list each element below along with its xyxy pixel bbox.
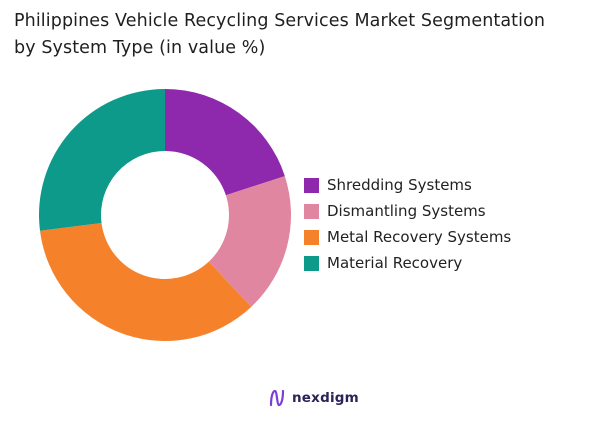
legend-item: Metal Recovery Systems (304, 224, 511, 250)
legend-label: Shredding Systems (327, 176, 472, 194)
legend-label: Dismantling Systems (327, 202, 486, 220)
chart-title-line: Philippines Vehicle Recycling Services M… (14, 11, 546, 31)
donut-slice-shredding-systems (165, 89, 285, 196)
brand-logo: nexdigm (268, 388, 359, 408)
legend-item: Shredding Systems (304, 172, 511, 198)
legend-item: Dismantling Systems (304, 198, 511, 224)
legend-swatch (304, 255, 319, 271)
legend-swatch (304, 229, 319, 245)
legend-label: Material Recovery (327, 254, 463, 272)
chart-subtitle-line: by System Type (in value %) (14, 38, 266, 58)
donut-slice-dismantling-systems (208, 176, 292, 307)
brand-name: nexdigm (292, 390, 359, 406)
donut-slice-material-recovery (38, 89, 165, 231)
legend-item: Material Recovery (304, 250, 511, 276)
donut-slice-metal-recovery-systems (39, 223, 252, 341)
legend-label: Metal Recovery Systems (327, 228, 512, 246)
nexdigm-logo-icon (269, 389, 285, 407)
chart-title: Philippines Vehicle Recycling Services M… (14, 8, 594, 62)
donut-slices (38, 89, 292, 341)
legend-swatch (304, 177, 319, 193)
legend-swatch (304, 203, 319, 219)
